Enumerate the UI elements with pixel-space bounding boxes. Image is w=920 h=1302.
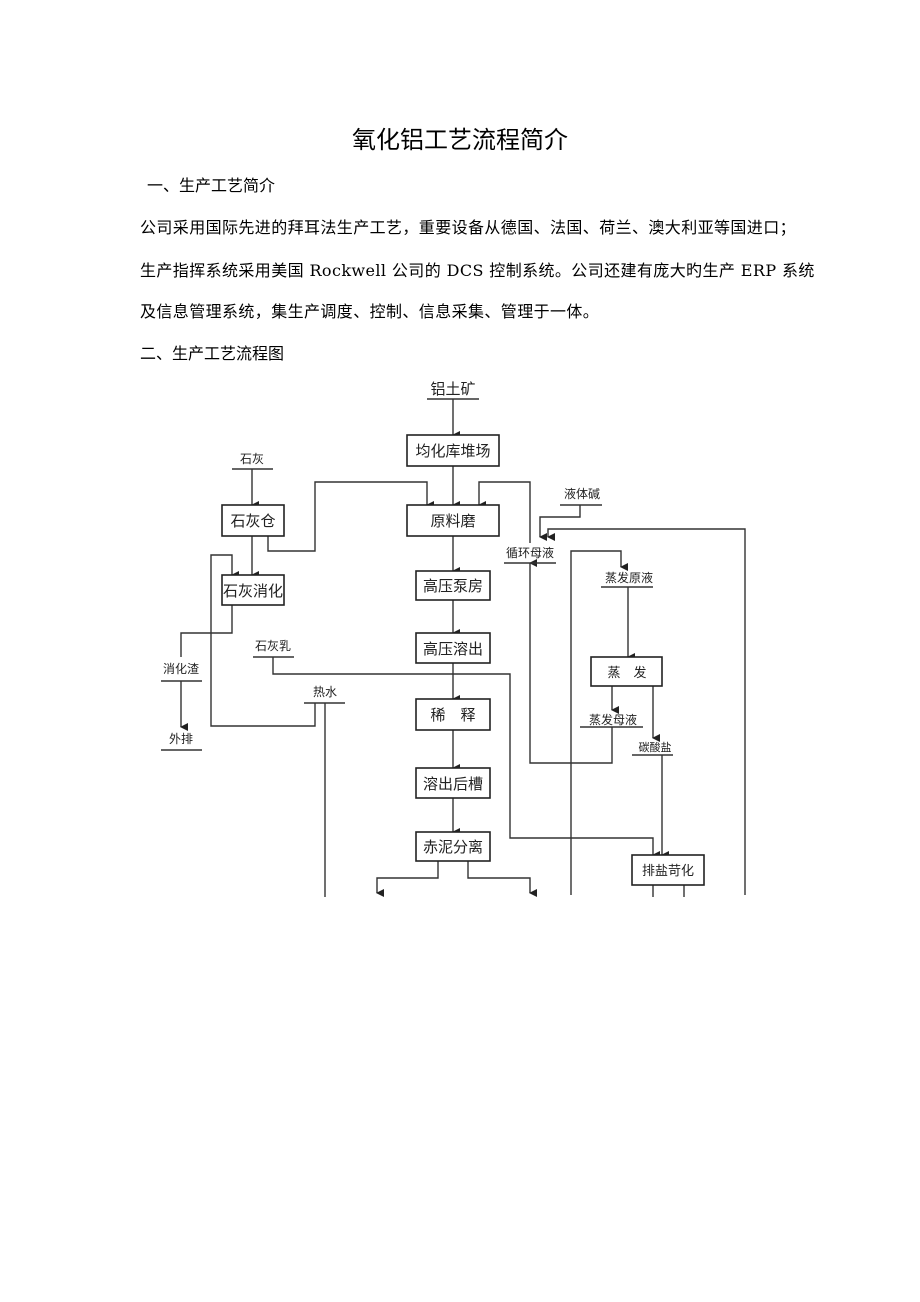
svg-text:外排: 外排 <box>169 732 193 746</box>
svg-text:排盐苛化: 排盐苛化 <box>642 864 694 879</box>
box-raw-mill: 原料磨 <box>406 504 500 537</box>
box-evaporation: 蒸 发 <box>590 656 663 687</box>
label-evap-mother-liquor: 蒸发母液 <box>580 712 643 728</box>
paragraph-line: 及信息管理系统，集生产调度、控制、信息采集、管理于一体。 <box>140 302 600 321</box>
section-heading-flowchart: 二、生产工艺流程图 <box>140 344 285 363</box>
svg-text:均化库堆场: 均化库堆场 <box>415 442 490 460</box>
page-title: 氧化铝工艺流程简介 <box>352 126 568 154</box>
label-circulating-liquor: 循环母液 <box>504 545 556 564</box>
svg-text:蒸 发: 蒸 发 <box>607 665 646 681</box>
svg-text:热水: 热水 <box>313 685 337 699</box>
box-digest-tank: 溶出后槽 <box>415 767 491 799</box>
svg-text:原料磨: 原料磨 <box>430 512 475 530</box>
svg-text:碳酸盐: 碳酸盐 <box>639 740 672 754</box>
paragraph-line: 生产指挥系统采用美国 Rockwell 公司的 DCS 控制系统。公司还建有庞大… <box>140 261 815 280</box>
box-homogenize: 均化库堆场 <box>406 434 500 467</box>
paragraph-line: 公司采用国际先进的拜耳法生产工艺，重要设备从德国、法国、荷兰、澳大利亚等国进口； <box>140 218 797 237</box>
box-lime-silo: 石灰仓 <box>221 504 285 537</box>
svg-text:高压泵房: 高压泵房 <box>423 577 483 595</box>
label-lime: 石灰 <box>232 452 273 470</box>
box-mud-separation: 赤泥分离 <box>415 831 491 862</box>
label-discharge: 外排 <box>161 732 202 751</box>
box-hp-pump: 高压泵房 <box>415 570 491 601</box>
svg-text:溶出后槽: 溶出后槽 <box>423 775 483 793</box>
svg-text:石灰消化: 石灰消化 <box>223 582 283 600</box>
label-evap-feed: 蒸发原液 <box>601 570 653 588</box>
section-heading-intro: 一、生产工艺简介 <box>147 176 276 195</box>
svg-text:赤泥分离: 赤泥分离 <box>423 838 483 856</box>
svg-text:液体碱: 液体碱 <box>564 486 600 501</box>
label-lime-milk: 石灰乳 <box>253 639 294 658</box>
svg-text:蒸发母液: 蒸发母液 <box>589 712 637 727</box>
box-lime-slaking: 石灰消化 <box>221 574 285 606</box>
svg-text:循环母液: 循环母液 <box>506 545 554 560</box>
svg-text:石灰仓: 石灰仓 <box>230 512 275 530</box>
svg-text:蒸发原液: 蒸发原液 <box>605 570 653 585</box>
svg-text:消化渣: 消化渣 <box>163 662 199 676</box>
svg-text:高压溶出: 高压溶出 <box>423 640 483 658</box>
svg-text:石灰: 石灰 <box>240 452 264 466</box>
box-causticize: 排盐苛化 <box>631 854 705 886</box>
label-hot-water: 热水 <box>304 685 345 704</box>
svg-text:石灰乳: 石灰乳 <box>255 639 291 653</box>
label-bauxite: 铝土矿 <box>427 380 479 400</box>
box-dilution: 稀 释 <box>415 698 491 731</box>
svg-text:铝土矿: 铝土矿 <box>430 380 475 398</box>
label-slaking-residue: 消化渣 <box>161 662 202 682</box>
flow-connectors <box>180 399 746 897</box>
label-carbonate: 碳酸盐 <box>632 740 673 756</box>
svg-text:稀 释: 稀 释 <box>430 706 475 724</box>
label-liquid-caustic: 液体碱 <box>560 486 602 506</box>
box-hp-digest: 高压溶出 <box>415 632 491 664</box>
